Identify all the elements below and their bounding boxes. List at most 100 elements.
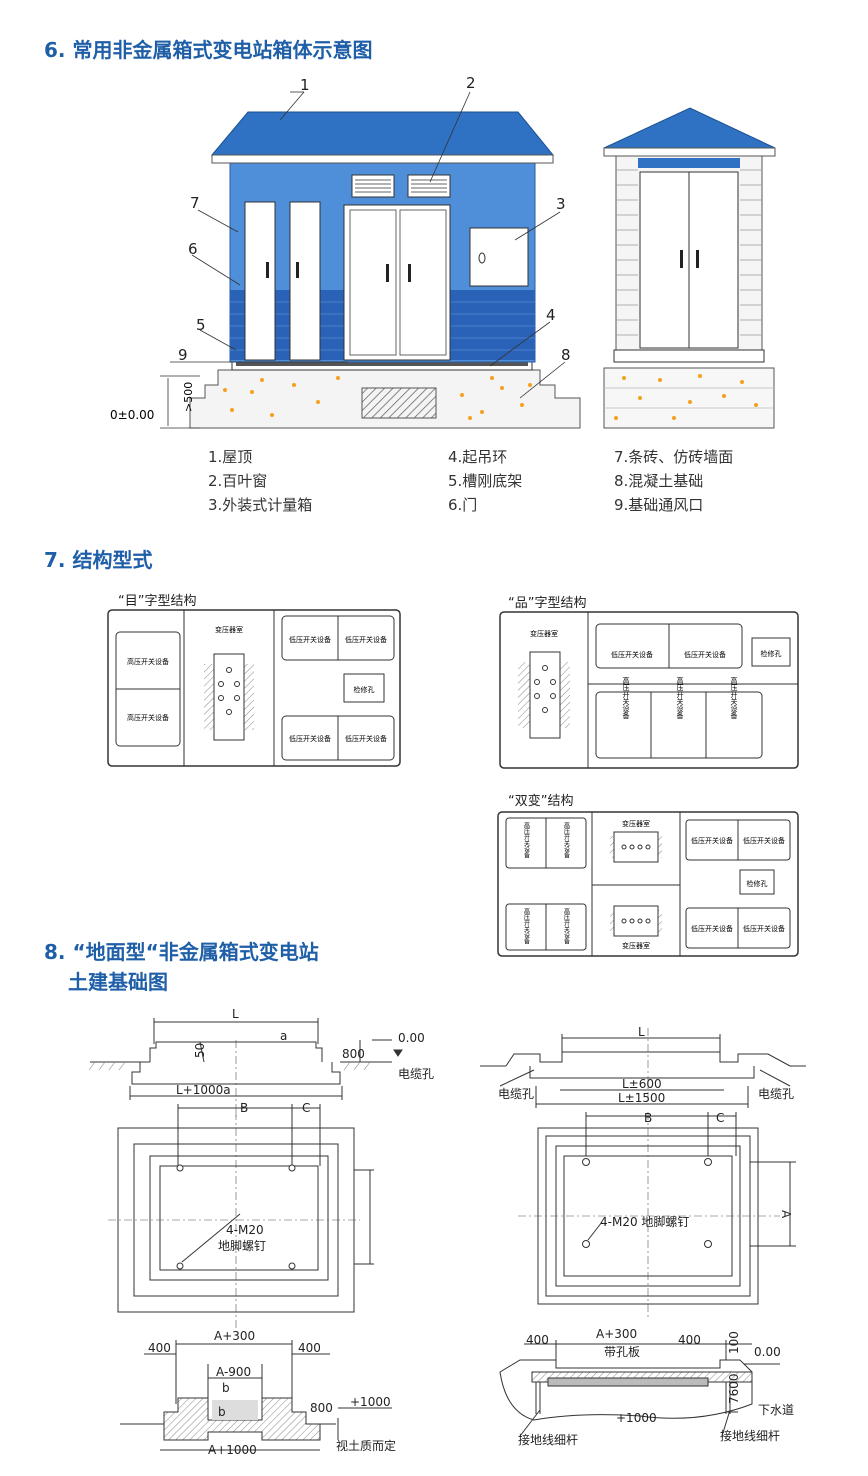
sh-hole: 检修孔 [747,879,768,888]
legend-4: 4.起吊环 [448,448,508,466]
elevation-label: 0±0.00 [110,408,154,422]
rp-B: B [644,1111,652,1125]
substation-elevation-figure: 1 2 3 4 5 6 7 8 9 >500 0±0.00 [110,74,776,429]
legend-8: 8.混凝土基础 [614,472,704,490]
lp-bolt2: 地脚螺钉 [218,1238,266,1253]
callout-8: 8 [561,346,571,364]
sh-hv-3: 高压开关设备 [523,907,530,945]
dim-500: >500 [182,382,195,412]
rp-A: A [779,1210,793,1219]
callout-7: 7 [190,194,200,212]
lb-A300: A+300 [214,1329,255,1343]
mu-lv-1: 低压开关设备 [289,635,331,644]
rs-cable-r: 电缆孔 [758,1087,794,1101]
rb-ground-r: 接地线细杆 [720,1428,780,1443]
ls-800: 800 [342,1047,365,1061]
pin-layout-title: “品”字型结构 [508,596,587,611]
rs-L1500: L±1500 [618,1091,665,1105]
layout-diagrams: 高压开关设备 高压开关设备 变压器室 低压开关设备 低压开关设备 检修孔 低压开… [107,609,799,957]
lp-B: B [240,1101,248,1115]
louver-1 [351,174,395,198]
lb-A900: A-900 [216,1365,251,1379]
legend-2: 2.百叶窗 [208,472,268,490]
mu-layout-title: “目”字型结构 [118,594,197,609]
rp-C: C [716,1111,724,1125]
lb-800: 800 [310,1401,333,1415]
rb-elev: 0.00 [754,1345,781,1359]
rb-drain: 下水道 [758,1403,794,1417]
lb-A1000: A+1000 [208,1443,257,1457]
lb-plus1000: +1000 [350,1395,391,1409]
section-7-title: 7. 结构型式 [44,548,153,572]
callout-3: 3 [556,195,566,213]
side-bricks [616,169,762,336]
lp-bolt1: 4-M20 [226,1223,264,1237]
legend-7: 7.条砖、仿砖墙面 [614,448,734,466]
left-base-gravel [212,1400,258,1420]
rb-7600: 7600 [727,1373,741,1404]
legend-1: 1.屋顶 [208,448,253,466]
mu-layout: 高压开关设备 高压开关设备 变压器室 低压开关设备 低压开关设备 检修孔 低压开… [107,609,401,767]
callout-6: 6 [188,240,198,258]
ls-L: L [232,1007,239,1021]
legend-9: 9.基础通风口 [614,496,704,514]
sh-lv-3: 低压开关设备 [691,924,733,933]
foundation-drawings: L a 50 800 0.00 电缆孔 L+1000a L L±600 L±15… [88,1007,806,1457]
mu-transformer: 变压器室 [215,625,243,634]
lb-b2: b [218,1405,226,1419]
sh-transformer-2: 变压器室 [622,941,650,950]
pin-hv-1: 高压开关设备 [622,676,630,720]
sh-lv-1: 低压开关设备 [691,836,733,845]
lb-400b: 400 [298,1341,321,1355]
pin-hv-2: 高压开关设备 [676,676,684,720]
callout-4: 4 [546,306,556,324]
sh-hv-2: 高压开关设备 [563,821,570,859]
mu-lv-2: 低压开关设备 [345,635,387,644]
mu-hv-2: 高压开关设备 [127,713,169,722]
lb-400a: 400 [148,1341,171,1355]
sh-lv-2: 低压开关设备 [743,836,785,845]
rb-ground-l: 接地线细杆 [518,1432,578,1447]
door-1 [244,201,276,361]
shuang-layout: 高压开关设备 高压开关设备 高压开关设备 高压开关设备 变压器室 变压器室 低压… [497,811,799,957]
legend-6: 6.门 [448,496,478,514]
rb-plate: 带孔板 [604,1345,640,1359]
rb-400a: 400 [526,1333,549,1347]
lb-soil: 视土质而定 [336,1438,396,1453]
rs-L: L [638,1025,645,1039]
section-6-title: 6. 常用非金属箱式变电站箱体示意图 [44,38,373,62]
callout-2: 2 [466,74,476,92]
ls-L1000a: L+1000a [176,1083,231,1097]
pin-transformer: 变压器室 [530,629,558,638]
mu-hole: 检修孔 [354,685,375,694]
section-8-subtitle: 土建基础图 [68,970,168,994]
shuang-layout-title: “双变”结构 [508,794,574,809]
louver-2 [407,174,451,198]
left-base-section [163,1397,321,1441]
ls-elev: 0.00 [398,1031,425,1045]
rp-bolt: 4-M20 地脚螺钉 [600,1214,689,1229]
rb-100: 100 [727,1331,741,1354]
section-8-title: 8. “地面型“非金属箱式变电站 [44,940,319,964]
sh-hv-4: 高压开关设备 [563,907,570,945]
rs-L600: L±600 [622,1077,662,1091]
door-2 [289,201,321,361]
ls-cable: 电缆孔 [398,1067,434,1081]
ls-a: a [280,1029,287,1043]
mu-lv-3: 低压开关设备 [289,734,331,743]
callout-1: 1 [300,76,310,94]
foundation-dots [223,376,532,420]
foundation-vent [361,387,437,419]
rb-400b: 400 [678,1333,701,1347]
side-roof [603,107,776,149]
mu-lv-4: 低压开关设备 [345,734,387,743]
perforated-plate [547,1377,709,1387]
rb-A300: A+300 [596,1327,637,1341]
sh-hv-1: 高压开关设备 [523,821,530,859]
rs-cable-l: 电缆孔 [498,1087,534,1101]
legend-5: 5.槽刚底架 [448,472,523,490]
sh-lv-4: 低压开关设备 [743,924,785,933]
mu-hv-1: 高压开关设备 [127,657,169,666]
callout-9: 9 [178,346,188,364]
roof [210,111,555,156]
